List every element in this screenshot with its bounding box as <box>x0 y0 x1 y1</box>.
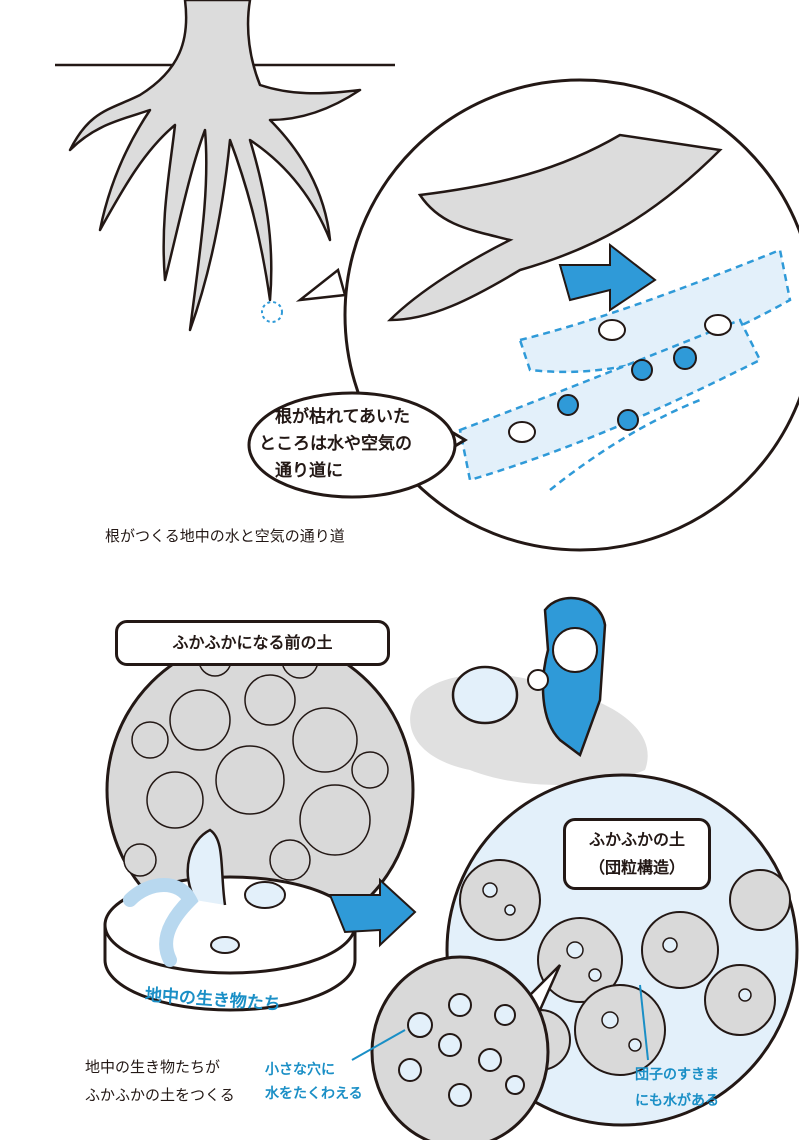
earthworm-icon <box>186 828 227 906</box>
before-soil-label: ふかふかになる前の土 <box>115 620 390 666</box>
speech-bubble-text: 根が枯れてあいた ところは水や空気の 通り道に <box>259 404 412 485</box>
top-caption: 根がつくる地中の水と空気の通り道 <box>105 527 345 545</box>
note-line: 団子のすきま <box>635 1067 719 1083</box>
compact-soil-circle <box>105 635 415 945</box>
caption-line: ふかふかの土をつくる <box>85 1086 235 1104</box>
root-zoom-circle <box>295 78 799 552</box>
bubble-line: 根が枯れてあいた <box>275 407 410 427</box>
character-scene <box>410 596 648 785</box>
centipede-icon <box>123 878 199 967</box>
bottom-caption: 地中の生き物たちが ふかふかの土をつくる <box>85 1053 235 1109</box>
tree-roots <box>55 0 395 332</box>
after-soil-label-line: （団粒構造） <box>588 858 685 877</box>
note-line: 水をたくわえる <box>265 1086 363 1102</box>
pillbug-icon <box>244 881 286 909</box>
caption-line: 地中の生き物たちが <box>85 1058 221 1076</box>
magnifier-icon <box>527 669 549 691</box>
after-soil-label-line: ふかふかの土 <box>588 830 685 849</box>
speech-bubble <box>247 391 468 499</box>
aggregate-detail-circle <box>351 955 562 1140</box>
bubble-line: 通り道に <box>275 461 343 481</box>
arrow-icon <box>558 242 657 312</box>
note-line: 小さな穴に <box>265 1062 335 1078</box>
creatures-platform <box>103 828 357 1012</box>
gap-note: 団子のすきま にも水がある <box>635 1062 719 1114</box>
note-line: にも水がある <box>635 1093 719 1109</box>
hole-note: 小さな穴に 水をたくわえる <box>265 1058 363 1106</box>
after-soil-label: ふかふかの土 （団粒構造） <box>563 818 711 890</box>
arrow-right-icon <box>328 877 417 948</box>
bubble-line: ところは水や空気の <box>259 434 412 454</box>
